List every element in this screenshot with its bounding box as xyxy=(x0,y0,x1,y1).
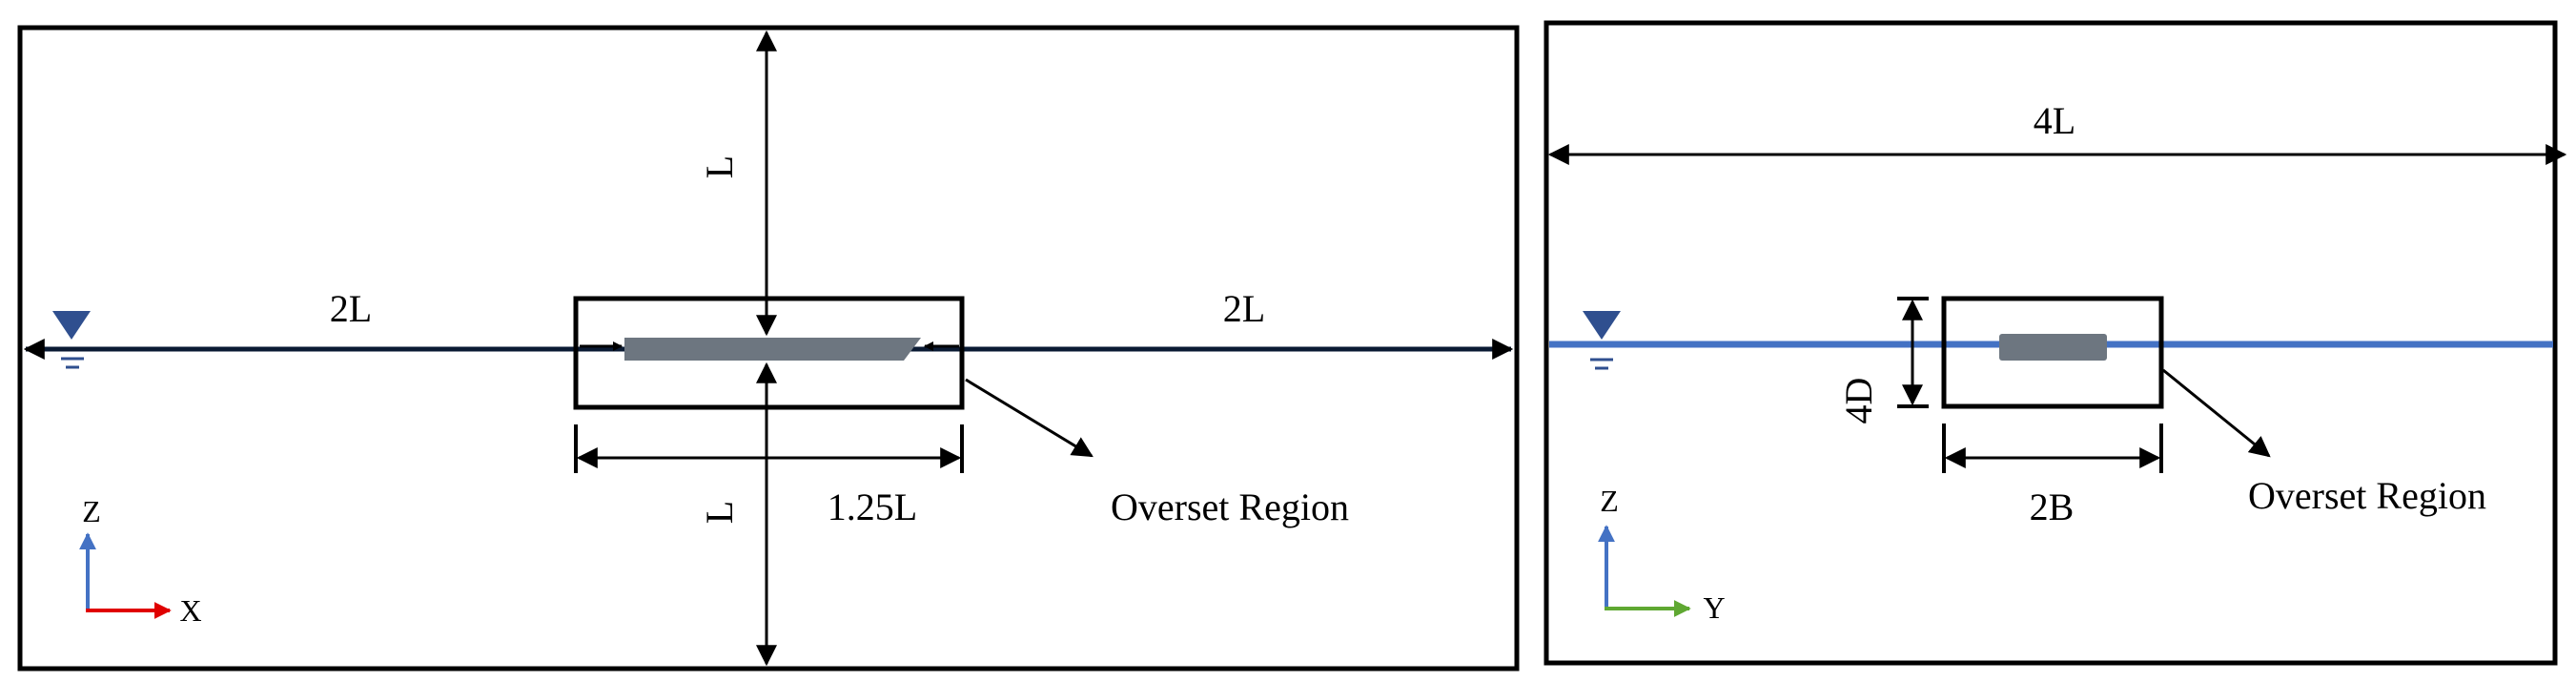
front-axis-triad: Z Y xyxy=(1598,484,1726,625)
overset-height-label: 4D xyxy=(1837,378,1880,424)
overset-length-dimension xyxy=(574,424,964,473)
front-view-hull xyxy=(1999,334,2107,361)
overset-width-label: 2B xyxy=(2030,486,2075,528)
side-overset-leader xyxy=(965,378,1094,458)
front-view-overset-box xyxy=(1941,296,2164,409)
y-axis-label: Y xyxy=(1703,590,1725,625)
front-view-panel: 4L 4D 2B Overset Region Z Y xyxy=(1544,20,2567,666)
z-axis-label-front: Z xyxy=(1600,484,1619,518)
free-surface-triangle-icon xyxy=(52,311,91,369)
x-axis-label: X xyxy=(179,593,201,628)
front-overset-leader xyxy=(2162,368,2271,458)
front-view-domain-frame xyxy=(1544,20,2558,666)
downstream-length-label: 2L xyxy=(1223,287,1265,330)
side-view-hull xyxy=(624,338,921,361)
side-view-domain-frame xyxy=(17,25,1520,672)
side-overset-region-label: Overset Region xyxy=(1111,486,1349,528)
upstream-length-label: 2L xyxy=(330,287,372,330)
domain-width-label: 4L xyxy=(2034,99,2075,142)
overset-length-label: 1.25L xyxy=(828,486,917,528)
top-depth-label: L xyxy=(698,155,741,178)
front-overset-region-label: Overset Region xyxy=(2248,474,2486,517)
bottom-depth-label: L xyxy=(698,501,741,524)
z-axis-label: Z xyxy=(82,494,101,528)
overset-width-dimension xyxy=(1942,424,2163,473)
side-axis-triad: Z X xyxy=(79,494,202,628)
side-view-panel: 2L 2L L L 1.25L Overset Region Z X xyxy=(17,25,1520,672)
overset-height-dimension xyxy=(1897,297,1929,408)
free-surface-triangle-icon-front xyxy=(1583,311,1621,370)
